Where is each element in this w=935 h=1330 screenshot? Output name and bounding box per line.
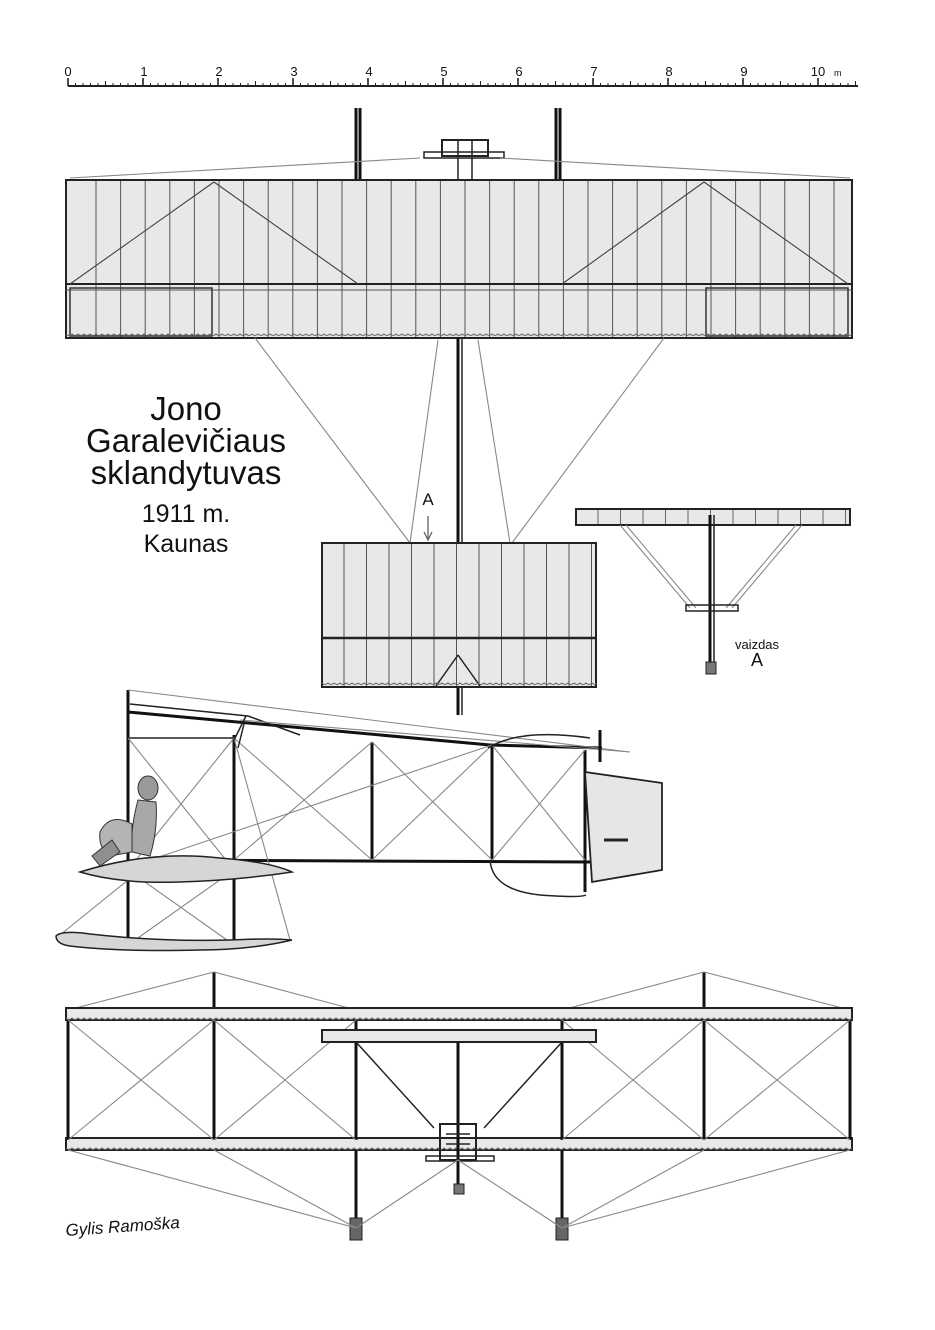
scale-tick-6: 6 [515,64,522,79]
scale-labels: 0 1 2 3 4 5 6 7 8 9 10 m [64,64,841,79]
plan-main-wing [65,179,853,339]
plan-wing-ribs [95,181,835,337]
scale-tick-10: 10 [811,64,825,79]
view-arrow-label: A [422,490,434,509]
scale-tick-8: 8 [665,64,672,79]
tail-trailing-edge [321,682,597,685]
title-block: Jono Garalevičiaus sklandytuvas 1911 m. … [86,390,286,558]
pilot-figure [91,775,159,867]
plan-view: A [65,108,853,715]
view-a-caption: vaizdas [735,637,780,652]
scale-bar: 0 1 2 3 4 5 6 7 8 9 10 m [64,64,858,87]
rudder [584,770,663,884]
scale-tick-9: 9 [740,64,747,79]
tailplane-ribs [343,544,592,686]
title-line-2: Garalevičiaus [86,422,286,459]
view-a-drawing: vaizdas A [575,508,851,675]
view-a-letter: A [751,650,763,670]
scale-tick-1: 1 [140,64,147,79]
title-year: 1911 m. [142,500,230,528]
title-line-3: sklandytuvas [91,454,282,491]
scale-unit: m [834,68,842,78]
plan-tailplane [321,542,597,688]
side-view [55,689,663,952]
scale-tick-2: 2 [215,64,222,79]
title-line-1: Jono [150,390,222,427]
plan-trailing-edge [65,333,853,336]
scale-tick-4: 4 [365,64,372,79]
scale-tick-7: 7 [590,64,597,79]
front-view [65,971,853,1241]
scale-minor-ticks [67,78,856,86]
scale-tick-3: 3 [290,64,297,79]
artist-signature: Gylis Ramoška [65,1213,180,1240]
scale-tick-0: 0 [64,64,71,79]
title-place: Kaunas [144,530,229,558]
scale-tick-5: 5 [440,64,447,79]
view-arrow-head [423,531,433,542]
